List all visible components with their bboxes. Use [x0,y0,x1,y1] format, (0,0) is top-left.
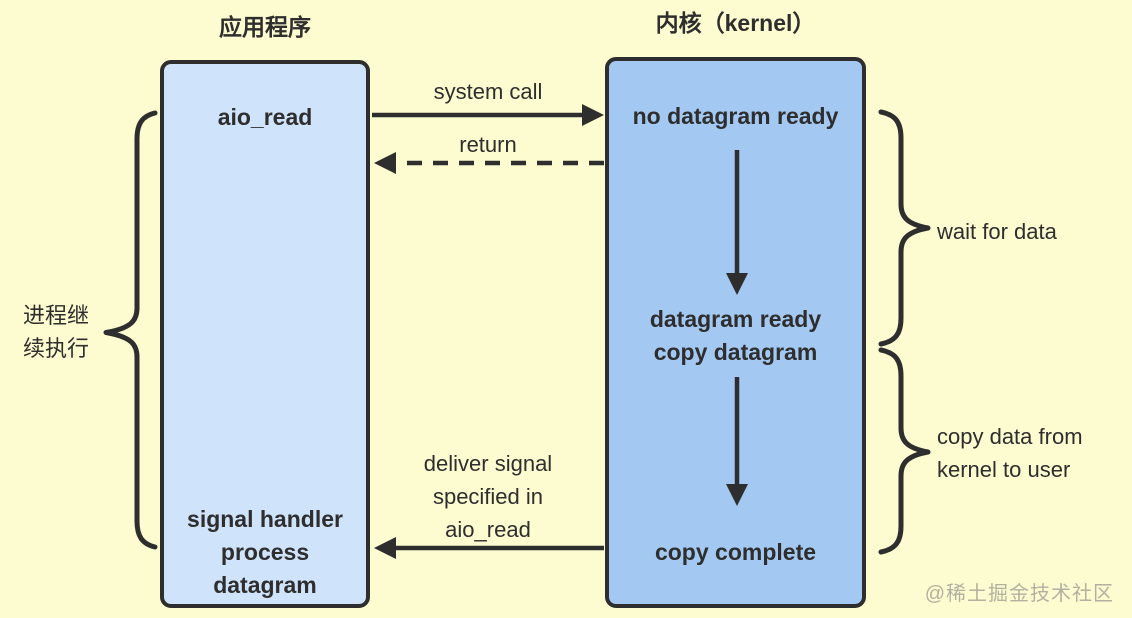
application-box [160,60,370,608]
process-continues-label-line1: 进程继 [22,303,89,328]
process-continues-label: 进程继 续执行 [8,299,104,365]
app-state-aio-read: aio_read [217,104,313,130]
kernel-state-copy-complete: copy complete [654,539,817,565]
kernel-box [605,57,866,608]
wait-for-data-brace [878,109,931,347]
deliver-signal-label-line1: deliver signal [423,451,553,476]
deliver-signal-label: deliver signal specified in aio_read [372,447,604,546]
app-state-signal-handler-line1: signal handler [187,506,343,532]
process-continues-brace [103,110,158,550]
deliver-signal-label-line2: specified in [432,484,544,509]
wait-for-data-label: wait for data [937,219,1057,244]
process-continues-label-line2: 续执行 [22,336,89,361]
app-state-signal-handler-line2: process [220,539,310,565]
copy-data-brace [878,347,931,555]
kernel-state-datagram-ready-line2: copy datagram [653,339,818,365]
kernel-title: 内核（kernel） [655,10,816,36]
copy-data-label-line2: kernel to user [937,457,1071,482]
copy-data-label-line1: copy data from [937,424,1083,449]
return-label: return [459,132,517,157]
watermark: @稀土掘金技术社区 [924,583,1114,605]
system-call-label: system call [433,79,543,104]
deliver-signal-label-line3: aio_read [445,517,531,542]
app-state-signal-handler-line3: datagram [213,572,317,598]
kernel-state-datagram-ready-line1: datagram ready [649,306,822,332]
application-title: 应用程序 [219,14,311,40]
app-state-signal-handler: signal handler process datagram [160,503,370,602]
copy-data-label: copy data from kernel to user [937,420,1127,486]
kernel-state-no-datagram: no datagram ready [632,103,839,129]
kernel-state-datagram-ready: datagram ready copy datagram [605,303,866,369]
system-call-arrow [372,104,604,126]
